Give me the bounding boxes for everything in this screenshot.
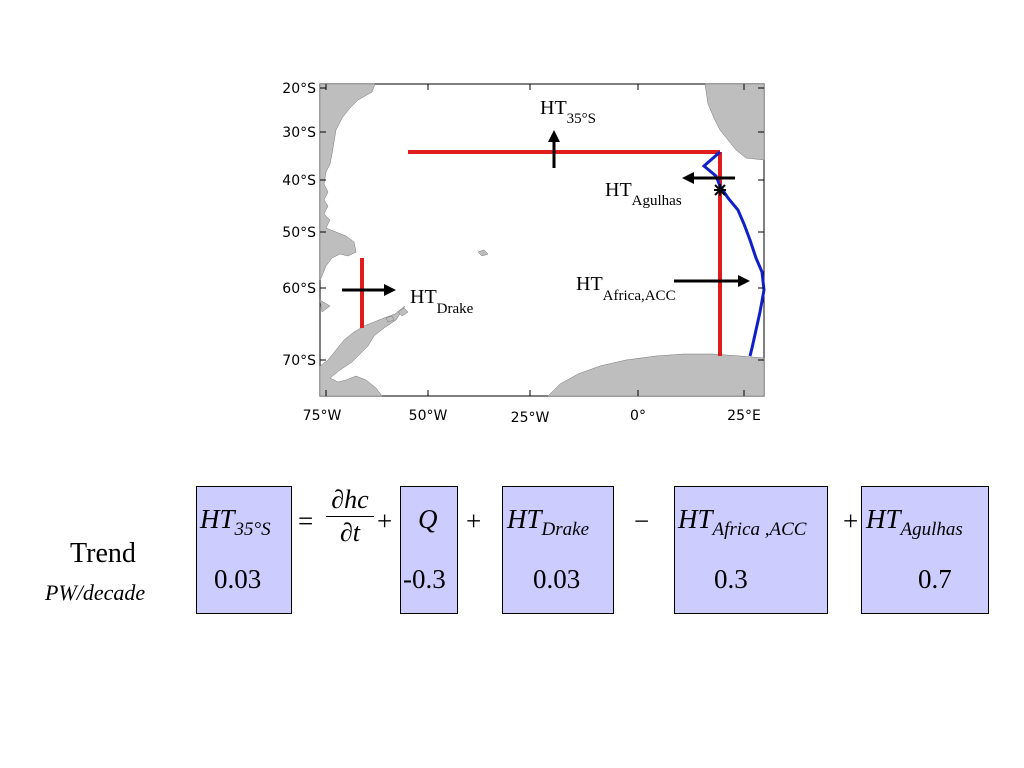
africa-land xyxy=(704,83,765,161)
term-box-ht-agulhas xyxy=(861,486,989,614)
value-q: -0.3 xyxy=(403,564,446,594)
value-ht-africa-acc: 0.3 xyxy=(714,564,748,594)
tick-marks xyxy=(320,84,764,396)
transport-arrows xyxy=(342,130,750,296)
trend-row-label: Trend xyxy=(70,538,136,569)
x-tick-label: 0° xyxy=(630,408,646,424)
term-ht-drake: HTDrake xyxy=(507,504,589,540)
term-q: Q xyxy=(418,504,438,534)
antarctica-land xyxy=(547,353,765,397)
map-figure: HT35°S HTAgulhas HTDrake HTAfrica,ACC 20… xyxy=(282,81,766,426)
land-masses xyxy=(319,83,765,397)
value-ht-drake: 0.03 xyxy=(533,564,581,594)
south-georgia-island xyxy=(477,249,489,257)
x-tick-label: 25°W xyxy=(511,410,550,426)
label-ht-africa-acc: HTAfrica,ACC xyxy=(576,273,676,304)
y-tick-label: 50°S xyxy=(282,225,316,241)
south-shetland-islands xyxy=(397,307,409,317)
value-ht-35s: 0.03 xyxy=(214,564,262,594)
y-tick-label: 60°S xyxy=(282,281,316,297)
y-tick-label: 20°S xyxy=(282,81,316,97)
x-tick-labels: 75°W 50°W 25°W 0° 25°E xyxy=(303,408,761,426)
y-tick-label: 40°S xyxy=(282,173,316,189)
y-tick-label: 30°S xyxy=(282,125,316,141)
fraction-dhc-dt: ∂hc ∂t xyxy=(326,484,374,549)
term-ht-africa-acc: HTAfrica ,ACC xyxy=(678,504,807,540)
y-tick-label: 70°S xyxy=(282,353,316,369)
map-frame xyxy=(319,83,765,397)
term-ht-agulhas: HTAgulhas xyxy=(866,504,963,540)
trend-units-label: PW/decade xyxy=(45,580,146,605)
agulhas-star-marker xyxy=(714,184,726,196)
x-tick-label: 75°W xyxy=(303,408,342,424)
label-ht-agulhas: HTAgulhas xyxy=(605,179,682,209)
label-ht-35s: HT35°S xyxy=(540,97,596,127)
operator-plus-3: + xyxy=(843,506,859,536)
term-box-ht-35s xyxy=(196,486,292,614)
value-ht-agulhas: 0.7 xyxy=(918,564,952,594)
x-tick-label: 50°W xyxy=(409,408,448,424)
term-box-ht-africa-acc xyxy=(674,486,828,614)
label-ht-drake: HTDrake xyxy=(410,286,474,317)
term-box-ht-drake xyxy=(502,486,614,614)
operator-plus-2: + xyxy=(466,506,482,536)
term-ht-35s: HT35°S xyxy=(200,504,271,540)
tierra-del-fuego-land xyxy=(319,299,331,313)
south-sandwich-island xyxy=(385,315,395,323)
south-america-land xyxy=(319,83,376,281)
operator-equals: = xyxy=(298,506,314,536)
operator-plus-1: + xyxy=(377,506,393,536)
operator-minus: − xyxy=(634,506,650,536)
term-box-q xyxy=(400,486,458,614)
x-tick-label: 25°E xyxy=(727,408,761,424)
y-tick-labels: 20°S 30°S 40°S 50°S 60°S 70°S xyxy=(282,81,316,369)
